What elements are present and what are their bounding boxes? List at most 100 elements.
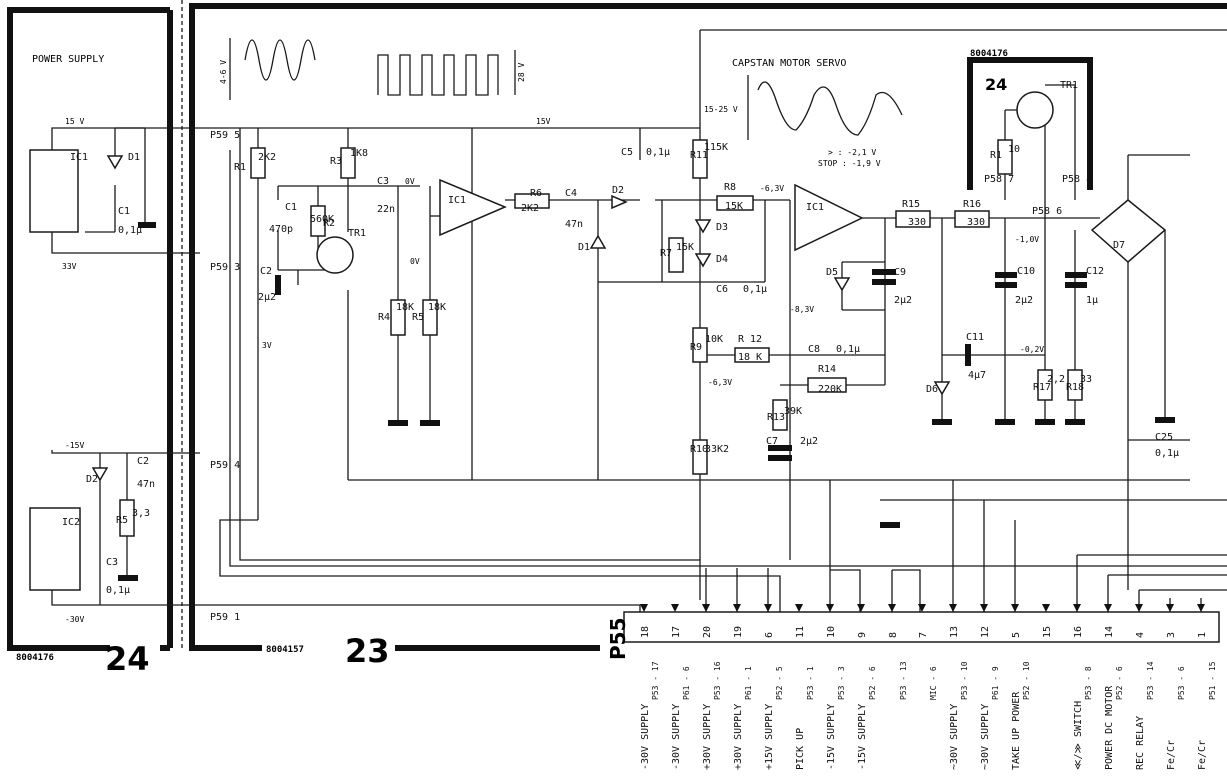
component-label-r5: R5: [412, 312, 424, 323]
pin-reference: P52 - 6: [1115, 666, 1124, 700]
pin-arrow-icon: [980, 604, 988, 612]
pin-arrow-icon: [1042, 604, 1050, 612]
component-label-d5: D5: [826, 267, 838, 278]
component-label-c3: C3: [377, 176, 389, 187]
pin-reference: P51 - 15: [1208, 661, 1217, 700]
component-label-c1: C1: [118, 206, 130, 217]
component-label-r8v: 15K: [725, 201, 743, 212]
component-label-c12: C12: [1086, 266, 1104, 277]
pin-number: 19: [733, 626, 744, 638]
component-label-r10v: 33K2: [705, 444, 729, 455]
component-label-r5bv: 3,3: [132, 508, 150, 519]
component-label-r7: R7: [660, 248, 672, 259]
pin-number: 9: [857, 632, 868, 638]
pin-number: 7: [918, 632, 929, 638]
pin-signal-label: Fe/Cr: [1166, 740, 1177, 770]
connector-p55-strip: [623, 611, 1220, 643]
pin-signal-label: PICK UP: [795, 728, 806, 770]
component-label-ic2: IC2: [62, 517, 80, 528]
pin-reference: MIC - 6: [929, 666, 938, 700]
component-label-c5: C5: [621, 147, 633, 158]
component-label-r18v: 33: [1080, 374, 1092, 385]
component-label-c3bv: 0,1µ: [106, 585, 130, 596]
component-label-c2v: 2µ2: [258, 292, 276, 303]
pin-arrow-icon: [949, 604, 957, 612]
pin-arrow-icon: [640, 604, 648, 612]
component-label-c11: C11: [966, 332, 984, 343]
component-label-c12v: 1µ: [1086, 295, 1098, 306]
component-label-p59b: P59 3: [210, 262, 240, 273]
component-label-r5v: 18K: [428, 302, 446, 313]
component-label-r13v: 39K: [784, 406, 802, 417]
pin-reference: P53 - 13: [899, 661, 908, 700]
component-label-r2v: 560K: [310, 214, 334, 225]
component-label-r11v: 115K: [704, 142, 728, 153]
pin-arrow-icon: [1166, 604, 1174, 612]
pin-number: 3: [1166, 632, 1177, 638]
component-label-tr1: TR1: [348, 228, 366, 239]
component-label-d2b: D2: [86, 474, 98, 485]
component-label-r10: R10: [690, 444, 708, 455]
pin-arrow-icon: [733, 604, 741, 612]
component-label-p58c: P58 6: [1032, 206, 1062, 217]
pin-signal-label: POWER DC MOTOR: [1104, 685, 1115, 770]
pin-number: 14: [1104, 626, 1115, 638]
component-label-c10v: 2µ2: [1015, 295, 1033, 306]
component-label-p58b: P58 8: [1062, 174, 1092, 185]
pin-arrow-icon: [1104, 604, 1112, 612]
pin-number: 8: [888, 632, 899, 638]
component-label-p59d: P59 1: [210, 612, 240, 623]
component-label-d2: D2: [612, 185, 624, 196]
pin-arrow-icon: [1011, 604, 1019, 612]
pin-signal-label: +15V SUPPLY: [764, 704, 775, 770]
component-label-p59a: P59 5: [210, 130, 240, 141]
component-label-r1b: R1: [990, 150, 1002, 161]
component-label-ic1b: IC1: [448, 195, 466, 206]
pin-arrow-icon: [888, 604, 896, 612]
pin-number: 15: [1042, 626, 1053, 638]
pin-signal-label: REC RELAY: [1135, 716, 1146, 770]
component-label-c2bv: 47n: [137, 479, 155, 490]
pin-signal-label: +30V SUPPLY: [733, 704, 744, 770]
component-label-c5v: 0,1µ: [646, 147, 670, 158]
pin-number: 10: [826, 626, 837, 638]
component-label-d1: D1: [128, 152, 140, 163]
pin-arrow-icon: [671, 604, 679, 612]
component-label-r17: R17: [1033, 382, 1051, 393]
pin-reference: P61 - 1: [744, 666, 753, 700]
component-label-r4v: 18K: [396, 302, 414, 313]
component-label-c6: C6: [716, 284, 728, 295]
component-label-c7: C7: [766, 436, 778, 447]
pin-number: 12: [980, 626, 991, 638]
pin-arrow-icon: [826, 604, 834, 612]
component-label-r4: R4: [378, 312, 390, 323]
pin-reference: P52 - 6: [868, 666, 877, 700]
component-label-d6: D6: [926, 384, 938, 395]
component-label-r6: R6: [530, 188, 542, 199]
wiring: [51, 29, 1227, 612]
pin-signal-label: ~30V SUPPLY: [980, 704, 991, 770]
component-label-p58a: P58 7: [984, 174, 1014, 185]
pin-signal-label: Fe/Cr: [1197, 740, 1208, 770]
component-label-r15: R15: [902, 199, 920, 210]
component-label-r12: R 12: [738, 334, 762, 345]
component-label-c6v: 0,1µ: [743, 284, 767, 295]
pin-reference: P52 - 10: [1022, 661, 1031, 700]
component-label-r7v: 15K: [676, 242, 694, 253]
pin-arrow-icon: [795, 604, 803, 612]
component-label-c1bv: 470p: [269, 224, 293, 235]
pin-signal-label: -30V SUPPLY: [640, 704, 651, 770]
component-label-r1: R1: [234, 162, 246, 173]
board-frames: [7, 0, 1227, 651]
component-label-c3b: C3: [106, 557, 118, 568]
component-label-r14: R14: [818, 364, 836, 375]
component-label-r9: R9: [690, 342, 702, 353]
component-label-c1v: 0,1µ: [118, 225, 142, 236]
pin-reference: P53 - 8: [1084, 666, 1093, 700]
pin-reference: P53 - 1: [806, 666, 815, 700]
pin-number: 20: [702, 626, 713, 638]
pin-number: 4: [1135, 632, 1146, 638]
pin-number: 16: [1073, 626, 1084, 638]
component-label-r3: R3: [330, 156, 342, 167]
